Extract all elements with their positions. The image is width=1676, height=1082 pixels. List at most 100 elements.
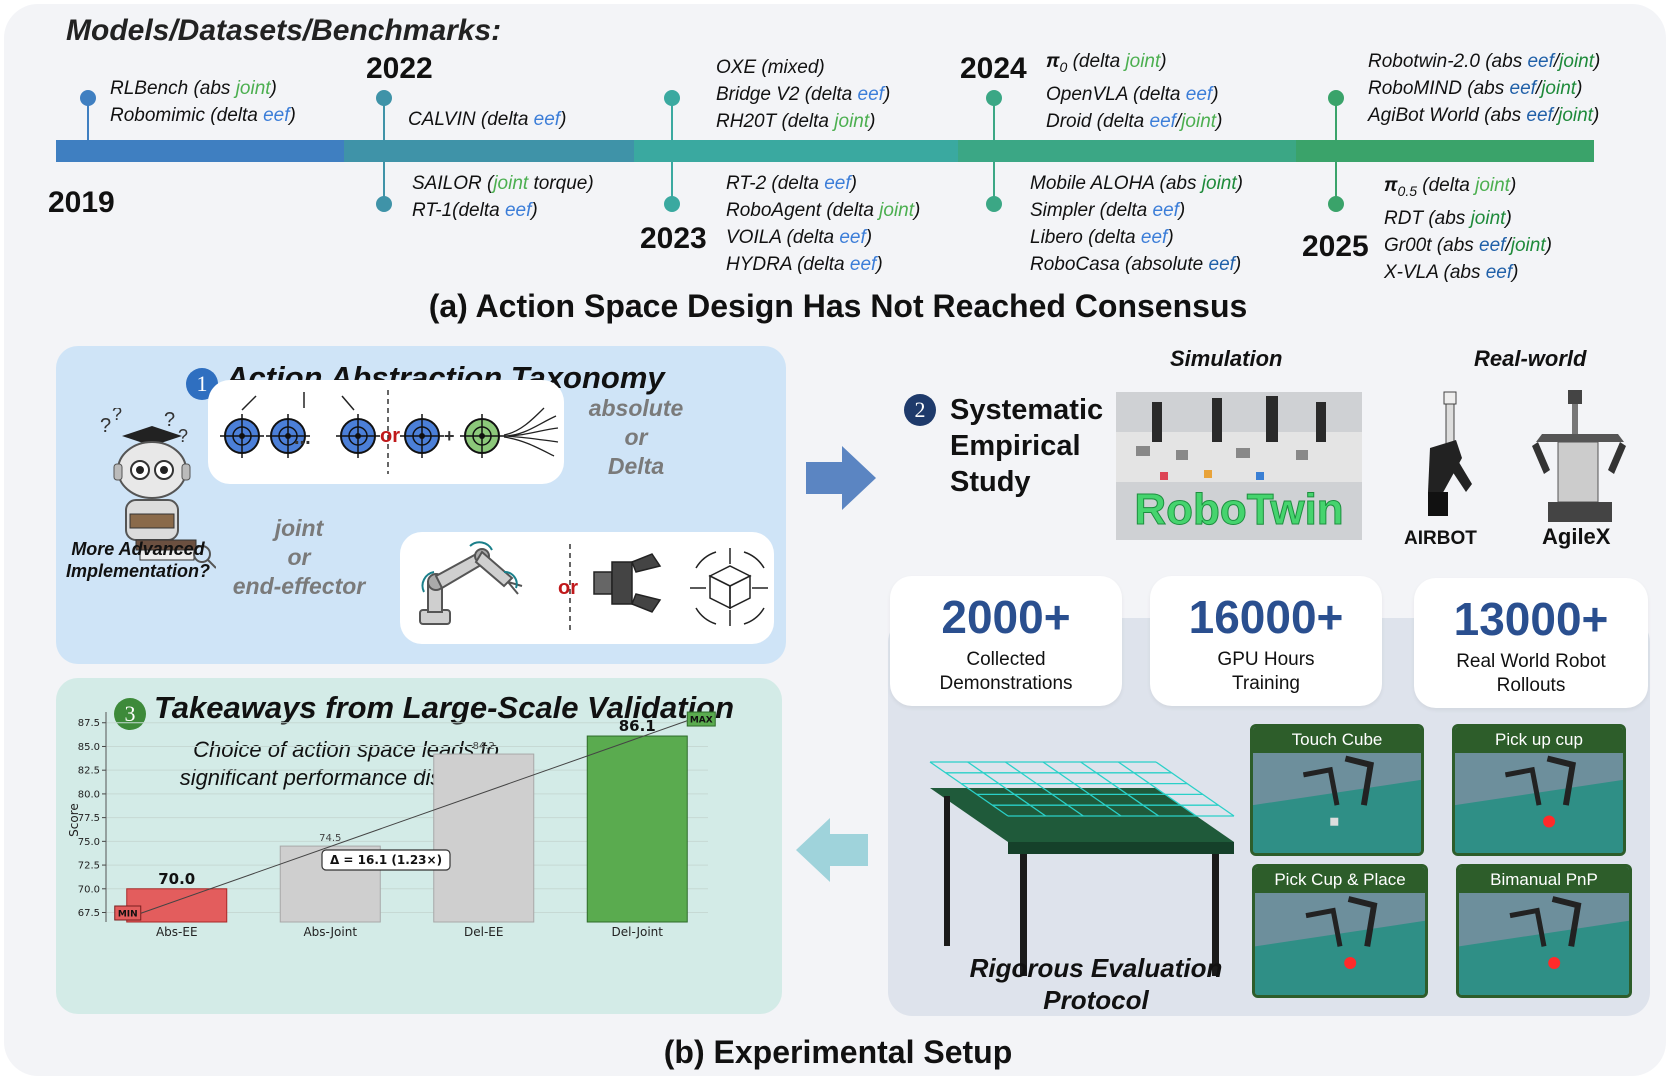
ytick-label: 85.0	[78, 742, 100, 753]
task-label-pick-up-cup: Pick up cup	[1455, 727, 1623, 753]
grid-line	[1155, 761, 1235, 817]
robot-arm-icon	[419, 548, 523, 625]
timeline-segment	[958, 140, 1296, 162]
min-tag-label: MIN	[118, 910, 138, 920]
timeline-bar	[56, 140, 1594, 162]
entries-2024-top: π0 (delta joint)OpenVLA (delta eef)Droid…	[1046, 48, 1222, 135]
stat-rollouts-value: 13000+	[1453, 593, 1609, 645]
x-tick-label: Del-EE	[464, 925, 503, 939]
ytick-label: 82.5	[78, 766, 100, 777]
timeline-entry: Mobile ALOHA (abs joint)	[1030, 173, 1243, 194]
timeline-segment	[56, 140, 344, 162]
timeline	[56, 90, 1594, 212]
ytick-label: 67.5	[78, 908, 100, 919]
joint-eef-label: joint or end-effector	[224, 514, 374, 601]
bar	[126, 888, 228, 923]
ytick-label: 87.5	[78, 718, 100, 729]
target-icon	[460, 414, 504, 458]
timeline-entry: RoboMIND (abs eef/joint)	[1368, 78, 1583, 99]
timeline-dot	[376, 90, 392, 106]
timeline-entry: SAILOR (joint torque)	[412, 173, 594, 194]
panel3-number: 3	[114, 697, 146, 730]
panel2-title-line3: Study	[950, 466, 1031, 498]
gripper-icon	[593, 553, 662, 613]
panel2-title-line1: Systematic	[950, 394, 1104, 426]
agilex-robot-icon	[1532, 390, 1626, 522]
timeline-segment	[1296, 140, 1594, 162]
timeline-dot	[986, 196, 1002, 212]
bar	[586, 735, 688, 923]
task-thumb-pick-up-cup: Pick up cup	[1452, 724, 1626, 856]
timeline-entry: RT-1(delta eef)	[412, 200, 538, 221]
task-thumb-pick-cup-place: Pick Cup & Place	[1252, 864, 1428, 998]
timeline-dot	[80, 90, 96, 106]
ytick-label: 70.0	[78, 884, 100, 895]
target-icon	[266, 414, 310, 458]
delta-annotation: Δ = 16.1 (1.23×)	[330, 853, 442, 867]
protocol-line2: Protocol	[1043, 985, 1149, 1015]
timeline-entry: RH20T (delta joint)	[716, 111, 876, 132]
joint-label-line1: joint	[274, 515, 324, 541]
year-2023: 2023	[640, 222, 707, 255]
entries-2024-bottom: Mobile ALOHA (abs joint)Simpler (delta e…	[1030, 170, 1243, 278]
plus-sign: +	[444, 426, 455, 446]
timeline-entry: HYDRA (delta eef)	[726, 254, 883, 275]
sim-scene-icon: RoboTwin	[1116, 392, 1362, 540]
timeline-entry: Gr00t (abs eef/joint)	[1384, 234, 1552, 256]
x-tick-label: Abs-Joint	[303, 925, 357, 939]
timeline-entry: Droid (delta eef/joint)	[1046, 110, 1223, 132]
stat-demos-value: 2000+	[941, 591, 1071, 643]
timeline-entry: OXE (mixed)	[716, 57, 825, 78]
timeline-entry: Libero (delta eef)	[1030, 227, 1174, 248]
robot-mascot-icon: ? ? ? ?	[100, 408, 216, 569]
abs-delta-label: absolute or Delta	[576, 394, 696, 481]
ytick-label: 72.5	[78, 861, 100, 872]
min-tag	[114, 905, 142, 921]
year-2019: 2019	[48, 186, 115, 219]
timeline-dot	[986, 90, 1002, 106]
entries-2019: RLBench (abs joint)Robomimic (delta eef)	[110, 75, 296, 129]
grid-line	[929, 761, 1009, 817]
delta-box	[321, 849, 451, 871]
ytick-label: 77.5	[78, 813, 100, 824]
protocol-line1: Rigorous Evaluation	[969, 953, 1223, 983]
eval-table-icon	[929, 761, 1235, 976]
task-thumb-touch-cube: Touch Cube	[1250, 724, 1424, 856]
entries-2025-bottom: π0.5 (delta joint)RDT (abs joint)Gr00t (…	[1384, 172, 1552, 286]
entries-2022-top: CALVIN (delta eef)	[408, 106, 566, 133]
year-2022: 2022	[366, 52, 433, 85]
arm-icons: or	[419, 541, 768, 632]
title-b: (b) Experimental Setup	[663, 1034, 1013, 1070]
timeline-entry: AgiBot World (abs eef/joint)	[1368, 105, 1600, 126]
task-thumb-bimanual-pnp: Bimanual PnP	[1456, 864, 1632, 998]
x-tick-label: Del-Joint	[612, 925, 664, 939]
timeline-entry: RoboCasa (absolute eef)	[1030, 254, 1242, 275]
ytick-label: 80.0	[78, 789, 100, 800]
max-tag-label: MAX	[690, 716, 713, 726]
bar-value-label: 70.0	[158, 870, 195, 888]
stat-gpu-value: 16000+	[1188, 591, 1344, 643]
grid-line	[1042, 761, 1122, 817]
panel3-subtitle: Choice of action space leads to signific…	[116, 736, 576, 792]
real-world-label: Real-world	[1474, 346, 1587, 371]
abs-label-line2: or	[624, 424, 648, 450]
year-2024: 2024	[960, 52, 1027, 85]
bar-value-label: 86.1	[619, 717, 656, 735]
timeline-dot	[1328, 196, 1344, 212]
timeline-dot	[1328, 90, 1344, 106]
or-text-1: or	[380, 425, 400, 447]
targets-box: or ... +	[208, 380, 564, 484]
robotwin-sim-image: RoboTwin	[1116, 392, 1362, 540]
task-label-bimanual-pnp: Bimanual PnP	[1459, 867, 1629, 893]
year-2025: 2025	[1302, 230, 1369, 263]
airbot-label: AIRBOT	[1404, 528, 1477, 549]
target-icons: or ... +	[220, 390, 559, 474]
abs-label-line3: Delta	[607, 453, 665, 479]
robotwin-logo: RoboTwin	[1134, 485, 1343, 534]
